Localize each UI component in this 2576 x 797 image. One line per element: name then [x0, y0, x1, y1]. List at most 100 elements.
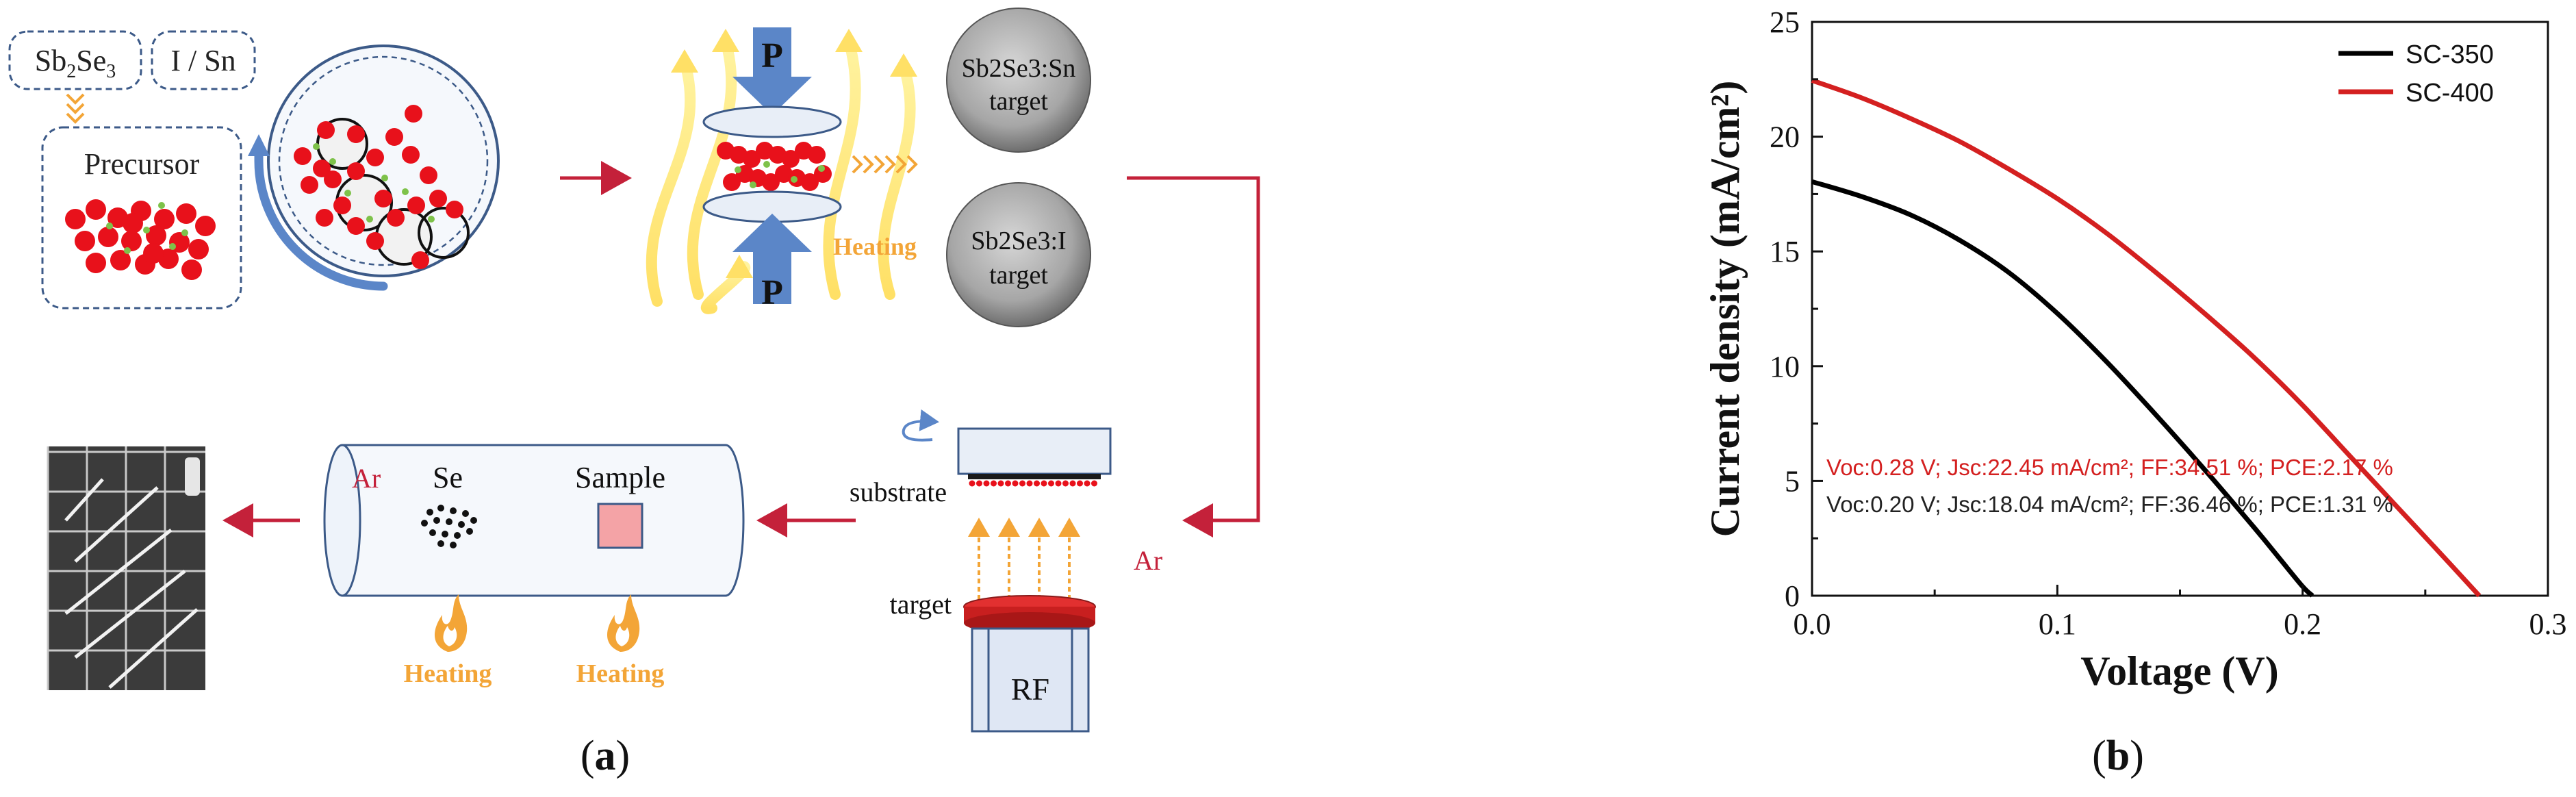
tube-furnace: Ar Se Sample Heating Heating [323, 444, 745, 688]
scribe-line [64, 529, 173, 615]
selenium-dot [454, 532, 461, 539]
x-axis-label: Voltage (V) [2080, 648, 2278, 694]
chevron-right-icon [863, 155, 874, 174]
target-label: target [890, 589, 952, 620]
dopant-particle [763, 161, 770, 168]
svg-text:Sb2Se3:Sn: Sb2Se3:Sn [962, 54, 1076, 83]
selenium-dot [442, 531, 448, 537]
sample-label: Sample [575, 461, 665, 494]
precursor-particles [65, 199, 216, 280]
particle [347, 217, 365, 235]
ar-sputter-label: Ar [1134, 545, 1162, 576]
dopant-particle [791, 176, 798, 183]
chevron-right-icon [895, 155, 907, 174]
press-top-label: P [761, 36, 783, 75]
heat-wave-head [712, 29, 739, 52]
caption-b: (b) [2092, 733, 2144, 779]
particle [324, 170, 342, 188]
dopant-particle [402, 188, 409, 195]
y-axis-label: Current density (mA/cm²) [1703, 81, 1748, 537]
deposited-particle [1012, 480, 1019, 487]
chevron-right-icon [884, 155, 896, 174]
particle [743, 150, 761, 168]
selenium-dot [450, 507, 457, 514]
milling-ball [418, 207, 470, 259]
particle [429, 190, 447, 207]
rotation-arrow-icon [254, 146, 388, 291]
particle [86, 253, 106, 273]
particle [385, 128, 403, 146]
particle [387, 209, 405, 227]
scribe-line [64, 478, 104, 522]
x-tick-label: 0.1 [2039, 607, 2076, 641]
particle [75, 231, 95, 251]
selenium-dot [426, 509, 433, 516]
plot-frame [1811, 21, 2549, 597]
particle [121, 231, 142, 251]
selenium-dot [470, 517, 477, 524]
legend-label: SC-350 [2406, 40, 2494, 69]
particle [146, 225, 166, 246]
heat-wave-icon [823, 36, 861, 300]
particle [723, 173, 741, 191]
heating-press-label: Heating [833, 233, 917, 260]
y-tick-label: 20 [1770, 121, 1800, 154]
series-line-sc-350 [1811, 179, 2314, 598]
deposited-particle [1062, 480, 1069, 487]
particle [446, 201, 463, 218]
particle [420, 166, 437, 184]
particle [782, 150, 800, 168]
x-tick-label: 0.2 [2284, 607, 2321, 641]
chevrons-down-icon [66, 93, 85, 124]
chevrons-right-icon [852, 155, 918, 174]
sb2se3-box [8, 30, 142, 90]
dopant-particle [818, 165, 825, 172]
particle [188, 239, 209, 260]
heating-left-label: Heating [404, 659, 492, 688]
y-tick-label: 25 [1770, 5, 1800, 39]
rotation-small-icon [902, 409, 939, 442]
svg-text:Sb2Se3:I: Sb2Se3:I [971, 227, 1066, 255]
y-tick-label: 0 [1785, 579, 1800, 613]
particle [313, 160, 331, 177]
particle [374, 190, 392, 207]
deposited-particle [969, 480, 975, 487]
panel-a: Sb2Se3 I / Sn Precursor [8, 8, 1260, 779]
dopant-particle [106, 223, 113, 229]
heat-wave-head [671, 49, 698, 73]
scribe-line [74, 486, 159, 563]
dopant-particle [428, 216, 435, 223]
selenium-dot [437, 505, 444, 511]
particle [366, 149, 384, 166]
y-tick-label: 10 [1770, 350, 1800, 383]
deposited-particle [983, 480, 990, 487]
deposited-particle [1091, 480, 1097, 487]
selenium-dot [421, 520, 428, 527]
particle [317, 121, 335, 139]
particle [407, 197, 425, 214]
particle [801, 173, 819, 191]
heat-wave-head [890, 53, 917, 77]
dopant-box [151, 30, 256, 90]
deposited-particle [1069, 480, 1076, 487]
deposited-particle [1084, 480, 1091, 487]
dopant-particle [344, 190, 351, 197]
sample-square [597, 503, 643, 549]
particle [181, 260, 202, 280]
x-tick-label: 0.0 [1794, 607, 1831, 641]
deposited-particle [1034, 480, 1040, 487]
deposited-particle [1055, 480, 1062, 487]
deposited-particle [1005, 480, 1011, 487]
dopant-particle [169, 243, 176, 250]
rf-label: RF [1011, 672, 1049, 707]
process-arrow-2 [1127, 176, 1260, 537]
selenium-dot [446, 518, 452, 525]
precursor-label: Precursor [84, 147, 200, 181]
deposited-particle [1041, 480, 1047, 487]
particle [316, 209, 333, 227]
heat-wave-head [726, 255, 753, 278]
particle [402, 146, 420, 164]
selenium-dot [466, 528, 473, 535]
particle [110, 250, 131, 270]
